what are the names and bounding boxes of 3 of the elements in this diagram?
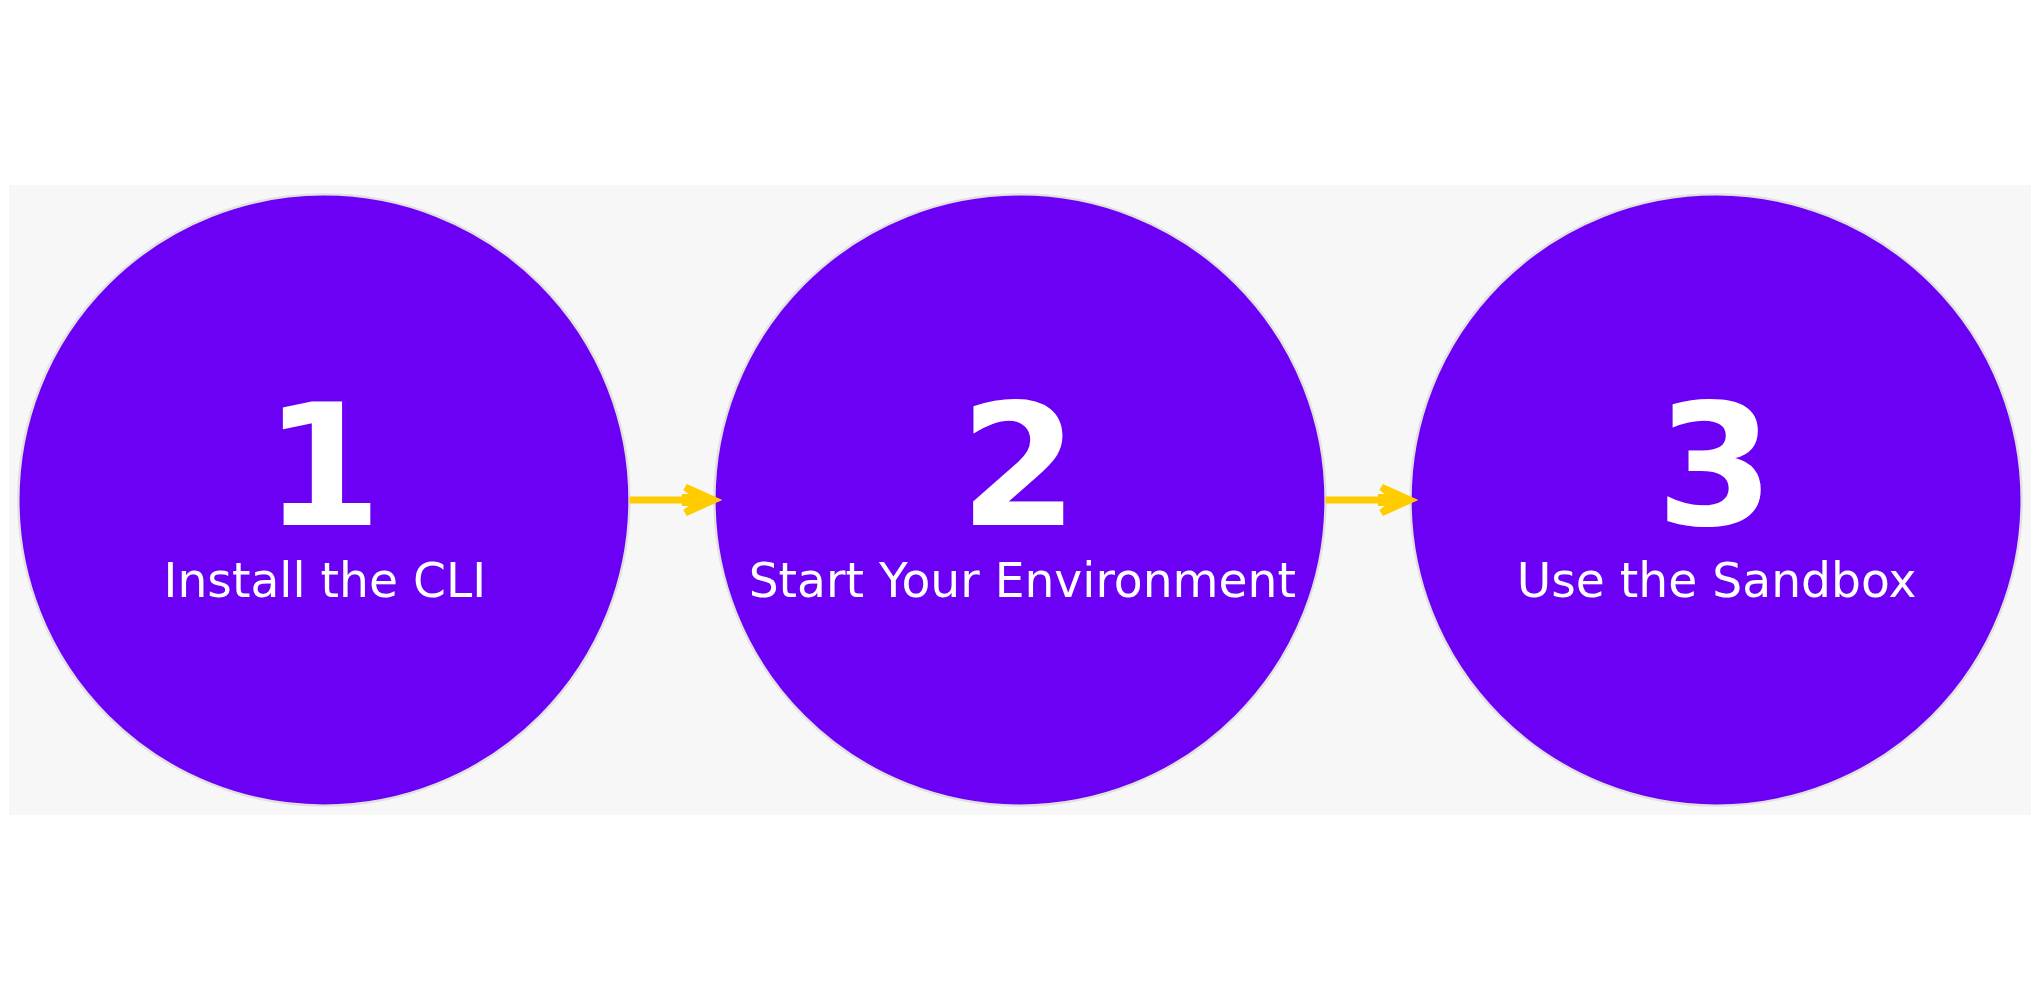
node-circle: 3 Use the Sandbox — [1409, 193, 2023, 807]
node-circle: 2 Start Your Environment — [713, 193, 1327, 807]
node-circle: 1 Install the CLI — [17, 193, 631, 807]
